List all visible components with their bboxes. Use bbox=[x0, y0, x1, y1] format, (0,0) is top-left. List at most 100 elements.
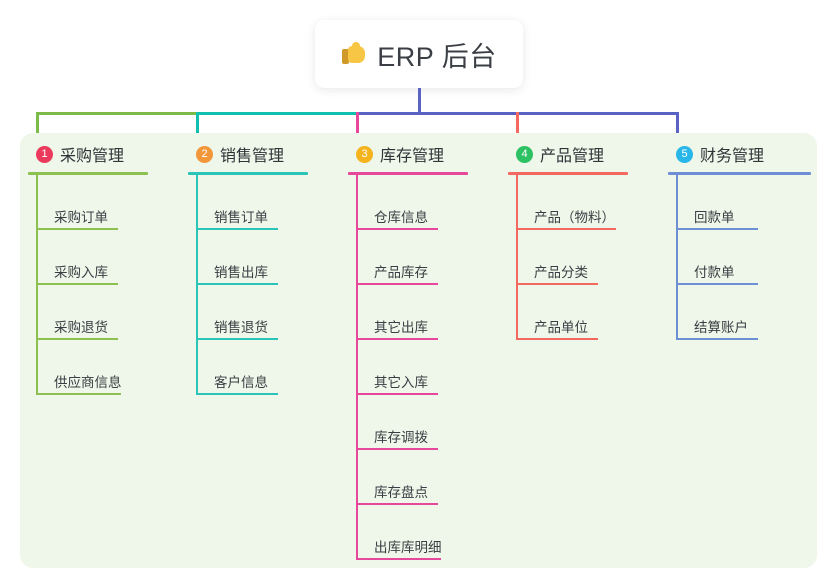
branch-underline bbox=[348, 172, 468, 175]
branch-item-underline bbox=[196, 393, 278, 395]
thumbs-up-icon bbox=[341, 41, 367, 67]
branch-item-label: 产品（物料） bbox=[534, 210, 615, 225]
branch-number-badge: 4 bbox=[516, 145, 533, 163]
branch-drop-1 bbox=[36, 112, 39, 141]
branch-spine bbox=[356, 175, 358, 560]
branch-item-label: 回款单 bbox=[694, 210, 735, 225]
branch-underline bbox=[668, 172, 811, 175]
branch-item-underline bbox=[356, 503, 438, 505]
branch-item[interactable]: 产品单位 bbox=[516, 285, 658, 340]
branch-item-underline bbox=[196, 338, 278, 340]
branch-underline bbox=[508, 172, 628, 175]
branch-item[interactable]: 销售订单 bbox=[196, 175, 338, 230]
branch-item-label: 库存调拨 bbox=[374, 430, 428, 445]
branch-number-badge: 5 bbox=[676, 145, 693, 163]
branch-items: 采购订单采购入库采购退货供应商信息 bbox=[28, 175, 178, 395]
branch-item[interactable]: 产品库存 bbox=[356, 230, 498, 285]
branch-item[interactable]: 其它入库 bbox=[356, 340, 498, 395]
branch-item[interactable]: 供应商信息 bbox=[36, 340, 178, 395]
branch-item[interactable]: 付款单 bbox=[676, 230, 818, 285]
branch-item-underline bbox=[356, 393, 438, 395]
branch-item[interactable]: 回款单 bbox=[676, 175, 818, 230]
root-node-content: ERP 后台 bbox=[341, 35, 497, 74]
branch-items: 仓库信息产品库存其它出库其它入库库存调拨库存盘点出库库明细 bbox=[348, 175, 498, 560]
branch-item[interactable]: 采购订单 bbox=[36, 175, 178, 230]
branch-drop-3 bbox=[356, 112, 359, 141]
branch-title: 库存管理 bbox=[380, 148, 445, 165]
bus-segment-3 bbox=[356, 112, 421, 115]
branch-item[interactable]: 库存盘点 bbox=[356, 450, 498, 505]
branch-item-underline bbox=[356, 338, 438, 340]
branch-title: 销售管理 bbox=[220, 148, 285, 165]
branch-item-underline bbox=[356, 448, 438, 450]
branch-item-label: 库存盘点 bbox=[374, 485, 428, 500]
branch-item-label: 采购订单 bbox=[54, 210, 108, 225]
branch-item-underline bbox=[676, 228, 758, 230]
branch-item[interactable]: 结算账户 bbox=[676, 285, 818, 340]
branch-item-underline bbox=[676, 338, 758, 340]
branch-item[interactable]: 产品（物料） bbox=[516, 175, 658, 230]
branch-drop-5 bbox=[676, 112, 679, 141]
branch-spine bbox=[196, 175, 198, 395]
branch-item-label: 产品库存 bbox=[374, 265, 428, 280]
branch-item-underline bbox=[356, 283, 438, 285]
branch-item-label: 采购入库 bbox=[54, 265, 108, 280]
branch-item[interactable]: 产品分类 bbox=[516, 230, 658, 285]
branch-drop-2 bbox=[196, 112, 199, 141]
branch-column: 3 库存管理仓库信息产品库存其它出库其它入库库存调拨库存盘点出库库明细 bbox=[348, 141, 498, 560]
branch-column: 4 产品管理产品（物料） 产品分类产品单位 bbox=[508, 141, 658, 340]
branch-column: 1 采购管理采购订单采购入库采购退货供应商信息 bbox=[28, 141, 178, 395]
branch-header-3[interactable]: 3 库存管理 bbox=[348, 141, 498, 167]
branch-underline bbox=[188, 172, 308, 175]
root-title: ERP 后台 bbox=[377, 41, 497, 72]
branch-items: 销售订单销售出库销售退货客户信息 bbox=[188, 175, 338, 395]
branch-item-label: 其它出库 bbox=[374, 320, 428, 335]
branch-item-label: 产品单位 bbox=[534, 320, 588, 335]
branch-item-label: 供应商信息 bbox=[54, 375, 122, 390]
branch-number-badge: 1 bbox=[36, 145, 53, 163]
branch-item-underline bbox=[676, 283, 758, 285]
branch-item-label: 仓库信息 bbox=[374, 210, 428, 225]
branch-item-underline bbox=[196, 283, 278, 285]
branch-title: 采购管理 bbox=[60, 148, 125, 165]
branch-item-underline bbox=[356, 228, 438, 230]
branch-header-4[interactable]: 4 产品管理 bbox=[508, 141, 658, 167]
branch-item[interactable]: 其它出库 bbox=[356, 285, 498, 340]
branch-item-underline bbox=[196, 228, 278, 230]
branch-item-label: 销售退货 bbox=[214, 320, 268, 335]
branch-number-badge: 3 bbox=[356, 145, 373, 163]
bus-segment-2 bbox=[196, 112, 358, 115]
branch-item[interactable]: 采购退货 bbox=[36, 285, 178, 340]
branch-item[interactable]: 出库库明细 bbox=[356, 505, 498, 560]
branch-item-underline bbox=[36, 283, 118, 285]
branch-item-underline bbox=[36, 393, 121, 395]
branch-item[interactable]: 销售出库 bbox=[196, 230, 338, 285]
branch-underline bbox=[28, 172, 148, 175]
root-stem bbox=[418, 88, 421, 115]
branch-title: 产品管理 bbox=[540, 148, 605, 165]
branches-panel bbox=[20, 133, 817, 568]
branch-item[interactable]: 仓库信息 bbox=[356, 175, 498, 230]
branch-item-label: 采购退货 bbox=[54, 320, 108, 335]
branch-item[interactable]: 客户信息 bbox=[196, 340, 338, 395]
branch-header-1[interactable]: 1 采购管理 bbox=[28, 141, 178, 167]
branch-items: 产品（物料） 产品分类产品单位 bbox=[508, 175, 658, 340]
branch-item-label: 结算账户 bbox=[694, 320, 748, 335]
root-node[interactable]: ERP 后台 bbox=[315, 20, 523, 88]
bus-segment-1 bbox=[36, 112, 198, 115]
branch-item[interactable]: 销售退货 bbox=[196, 285, 338, 340]
branch-item[interactable]: 库存调拨 bbox=[356, 395, 498, 450]
branch-spine bbox=[676, 175, 678, 340]
branch-item-label: 其它入库 bbox=[374, 375, 428, 390]
branch-item-underline bbox=[356, 558, 441, 560]
branch-item-underline bbox=[36, 338, 118, 340]
branch-item-underline bbox=[36, 228, 118, 230]
branch-item-label: 出库库明细 bbox=[374, 540, 442, 555]
branch-drop-4 bbox=[516, 112, 519, 141]
branch-item[interactable]: 采购入库 bbox=[36, 230, 178, 285]
branch-item-label: 客户信息 bbox=[214, 375, 268, 390]
